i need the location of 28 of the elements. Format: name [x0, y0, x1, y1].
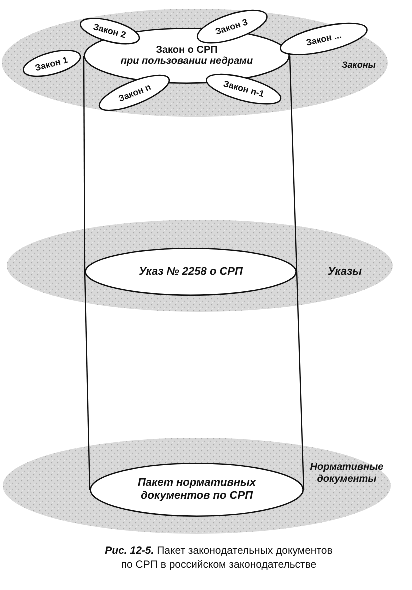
- layer-ellipse: [2, 9, 388, 117]
- document-label: Пакет нормативных документов по СРП: [136, 477, 258, 503]
- layer-label: Нормативные документы: [310, 462, 384, 485]
- layer-label: Законы: [341, 60, 377, 70]
- law-label: Закон ...: [305, 30, 343, 48]
- law-ellipse: [196, 10, 268, 44]
- layer-label: Указы: [326, 266, 363, 279]
- law-label: Закон 1: [34, 54, 70, 74]
- layer-ellipse: [7, 220, 393, 312]
- law-label: Закон 2: [92, 22, 128, 40]
- law-ellipse: [99, 74, 170, 112]
- figure-caption: Рис. 12-5. Пакет законодательных документов по СРП в российском законодательстве: [104, 545, 334, 572]
- cylinder-side-line: [84, 272, 91, 490]
- law-ellipse: [206, 74, 282, 104]
- law-ellipse: [80, 18, 140, 44]
- cylinder-side-line: [289, 56, 298, 272]
- layer-ellipse: [3, 438, 391, 534]
- document-label: при пользовании недрами: [120, 56, 254, 68]
- cylinder-side-line: [296, 272, 305, 490]
- document-ellipse: [90, 463, 304, 517]
- law-label: Закон 3: [214, 16, 250, 38]
- document-label: Закон о СРП: [156, 44, 218, 56]
- law-ellipse: [22, 50, 82, 78]
- document-label: Указ № 2258 о СРП: [139, 266, 243, 278]
- law-ellipse: [280, 22, 368, 56]
- document-ellipse: [85, 248, 297, 296]
- law-label: Закон n: [117, 82, 153, 104]
- law-label: Закон n-1: [222, 78, 266, 100]
